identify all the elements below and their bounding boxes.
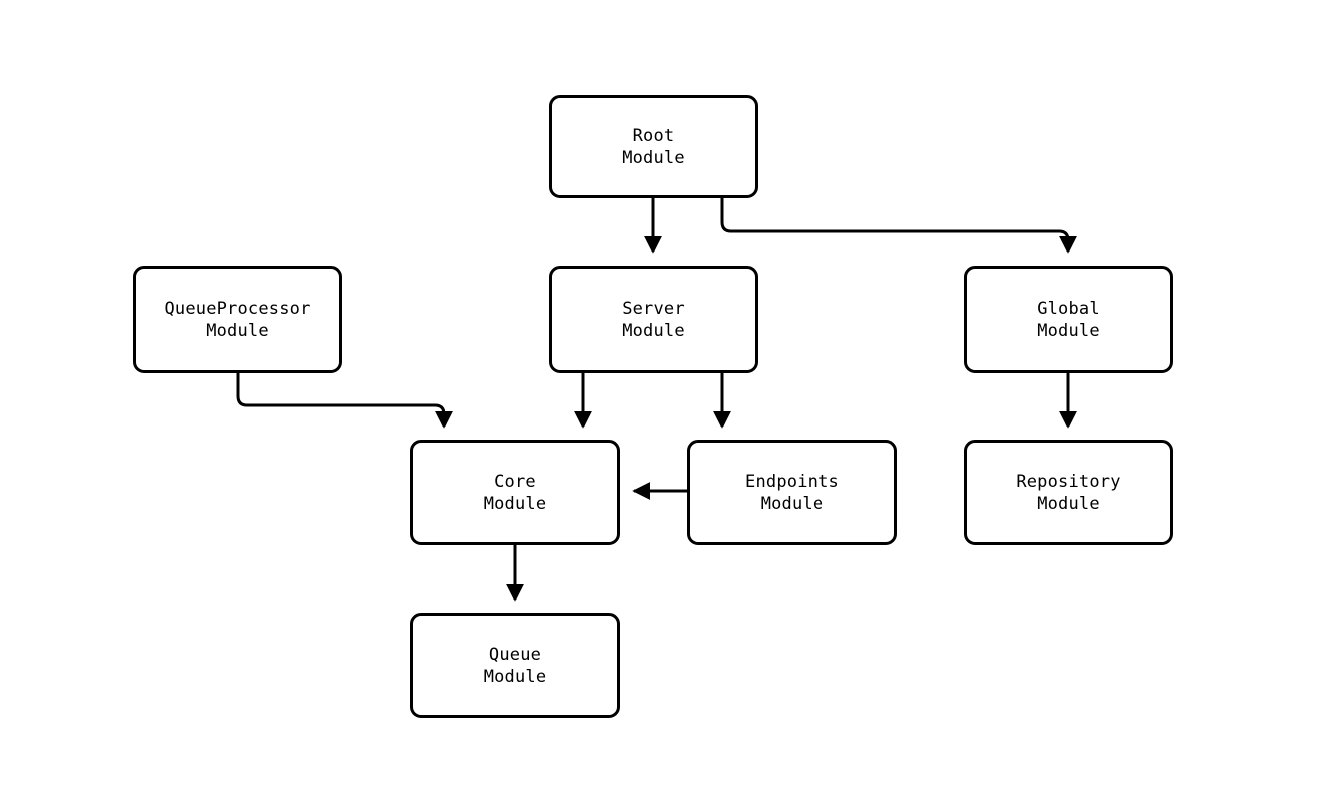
edge-queueprocessor-to-core (236, 373, 453, 429)
node-label-line2: Module (483, 666, 547, 687)
node-repository-module[interactable]: Repository Module (964, 440, 1173, 545)
node-label-line2: Module (760, 493, 824, 514)
node-label-line1: Endpoints (745, 471, 839, 492)
node-label-line1: Server (622, 298, 685, 319)
node-label-line2: Module (483, 493, 547, 514)
node-label-line2: Module (206, 320, 269, 341)
node-label-line1: Queue (488, 644, 542, 665)
node-label-line2: Module (1037, 493, 1100, 514)
node-global-module[interactable]: Global Module (964, 266, 1173, 373)
node-queue-module[interactable]: Queue Module (410, 613, 620, 718)
edge-root-to-global (720, 198, 1077, 254)
node-label-line1: Global (1037, 298, 1100, 319)
node-label-line2: Module (622, 320, 685, 341)
node-label-line2: Module (622, 147, 685, 168)
node-core-module[interactable]: Core Module (410, 440, 620, 545)
node-label-line2: Module (1037, 320, 1100, 341)
node-endpoints-module[interactable]: Endpoints Module (687, 440, 897, 545)
node-label-line1: Repository (1016, 471, 1121, 492)
node-queueprocessor-module[interactable]: QueueProcessor Module (133, 266, 342, 373)
node-server-module[interactable]: Server Module (549, 266, 758, 373)
node-label-line1: Root (632, 125, 675, 146)
node-root-module[interactable]: Root Module (549, 95, 758, 198)
node-label-line1: QueueProcessor (164, 298, 311, 319)
node-label-line1: Core (494, 471, 536, 492)
